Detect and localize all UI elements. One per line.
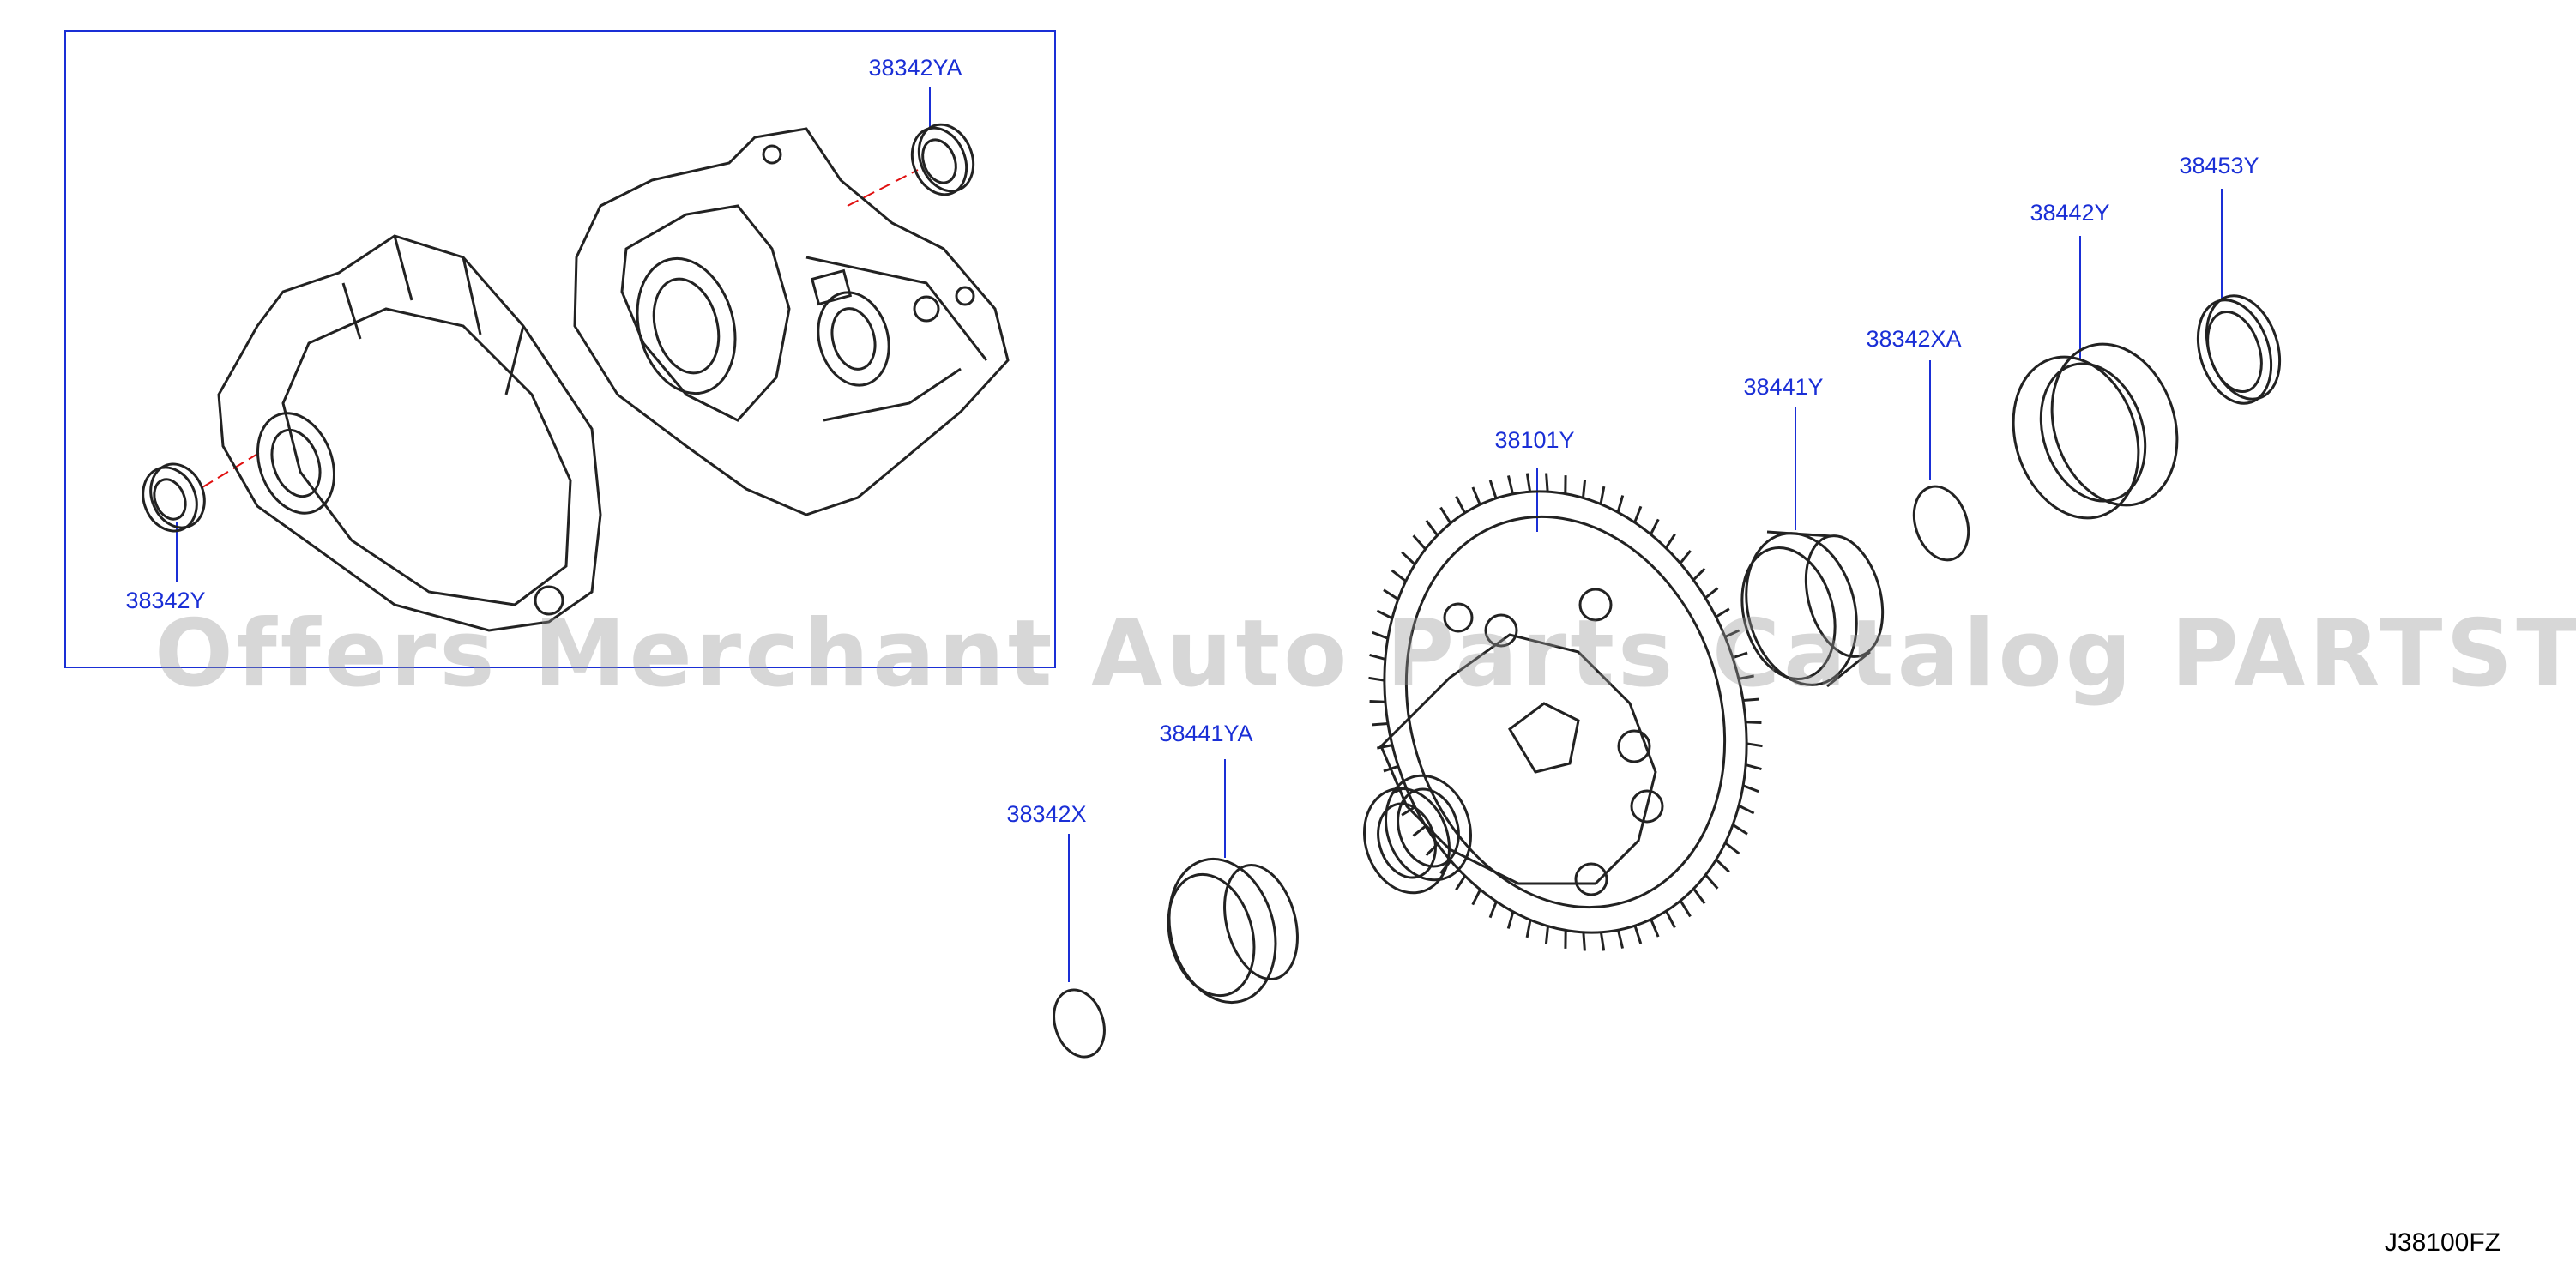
callout-38441YA[interactable]: 38441YA [1159, 721, 1253, 746]
shim-icon [1053, 988, 1106, 1059]
gear-tooth [1715, 858, 1730, 873]
gear-tooth [1616, 495, 1625, 513]
callout-38342Y[interactable]: 38342Y [125, 588, 206, 613]
gear-tooth [1545, 473, 1549, 492]
gear-tooth [1412, 824, 1427, 837]
gear-tooth [1439, 506, 1452, 524]
gear-tooth [1455, 875, 1467, 891]
gear-tooth [1369, 700, 1385, 703]
oil-seal-icon [142, 462, 206, 533]
callout-38441Y[interactable]: 38441Y [1743, 374, 1824, 400]
gear-tooth [1738, 674, 1754, 680]
clutch-housing-icon [217, 234, 602, 632]
gear-tooth [1412, 534, 1427, 551]
gear-tooth [1525, 473, 1532, 492]
bearing-icon [1167, 857, 1299, 1005]
gear-tooth [1383, 588, 1399, 600]
leader-lines [176, 87, 2223, 982]
gear-tooth [1617, 929, 1625, 949]
gear-tooth [1401, 805, 1416, 817]
callout-38342XA[interactable]: 38342XA [1866, 326, 1962, 352]
bearing-icon [1740, 530, 1885, 688]
gear-tooth [1425, 519, 1439, 536]
gear-tooth [1391, 569, 1407, 582]
gear-tooth [1633, 925, 1643, 944]
gear-tooth [1506, 475, 1514, 495]
gear-tooth [1665, 910, 1676, 929]
callout-38101Y[interactable]: 38101Y [1494, 427, 1575, 453]
gear-tooth [1372, 630, 1389, 640]
gear-tooth [1376, 609, 1393, 620]
gear-tooth [1599, 932, 1606, 951]
differential-gear-icon [1362, 473, 1763, 951]
gear-tooth [1401, 551, 1416, 566]
gear-tooth [1746, 721, 1762, 724]
gear-tooth [1742, 697, 1759, 702]
gear-tooth [1679, 549, 1692, 564]
callout-38442Y[interactable]: 38442Y [2030, 200, 2110, 226]
gear-tooth [1692, 567, 1706, 582]
gear-tooth [1582, 480, 1587, 498]
shim-icon [1912, 485, 1970, 562]
assembly-line-lower [202, 452, 260, 488]
gear-tooth [1582, 932, 1586, 951]
gear-tooth [1650, 518, 1660, 535]
callout-38453Y[interactable]: 38453Y [2179, 153, 2259, 178]
assembly-line-upper [847, 169, 919, 207]
gear-tooth [1738, 804, 1755, 815]
gear-tooth [1599, 486, 1606, 504]
gear-tooth [1369, 654, 1386, 661]
gear-tooth [1732, 824, 1748, 836]
gear-tooth [1471, 486, 1481, 505]
bearing-race-icon [2012, 342, 2179, 520]
gear-tooth [1704, 873, 1719, 890]
gear-tooth [1692, 888, 1706, 905]
oil-seal-icon [910, 123, 975, 196]
callout-38342X[interactable]: 38342X [1006, 801, 1087, 827]
gear-tooth [1377, 744, 1393, 750]
gear-tooth [1732, 651, 1748, 660]
callout-38342YA[interactable]: 38342YA [868, 55, 962, 81]
case-group-frame [64, 30, 1056, 668]
gear-tooth [1746, 742, 1763, 748]
gear-tooth [1650, 919, 1660, 938]
gear-tooth [1372, 722, 1389, 727]
gear-tooth [1745, 763, 1762, 770]
assembly-lines [202, 169, 919, 488]
gear-tooth [1664, 533, 1676, 549]
drawing-code: J38100FZ [2384, 1228, 2501, 1257]
gear-tooth [1488, 901, 1498, 919]
gear-tooth [1742, 784, 1759, 793]
gear-tooth [1679, 900, 1692, 918]
gear-tooth [1455, 495, 1466, 514]
oil-seal-icon [2196, 294, 2282, 405]
gear-tooth [1724, 629, 1740, 638]
gear-tooth [1488, 480, 1498, 499]
gear-tooth [1368, 676, 1385, 682]
gear-tooth [1525, 920, 1532, 938]
gear-tooth [1544, 926, 1549, 944]
transmission-case-icon [573, 127, 1010, 516]
gear-tooth [1633, 505, 1643, 523]
gear-tooth [1704, 587, 1719, 600]
watermark: Offers Merchant Auto Parts Catalog PARTS… [154, 600, 2576, 708]
gear-tooth [1506, 911, 1515, 929]
gear-tooth [1724, 842, 1740, 855]
gear-tooth [1471, 889, 1481, 906]
gear-tooth [1715, 607, 1730, 618]
